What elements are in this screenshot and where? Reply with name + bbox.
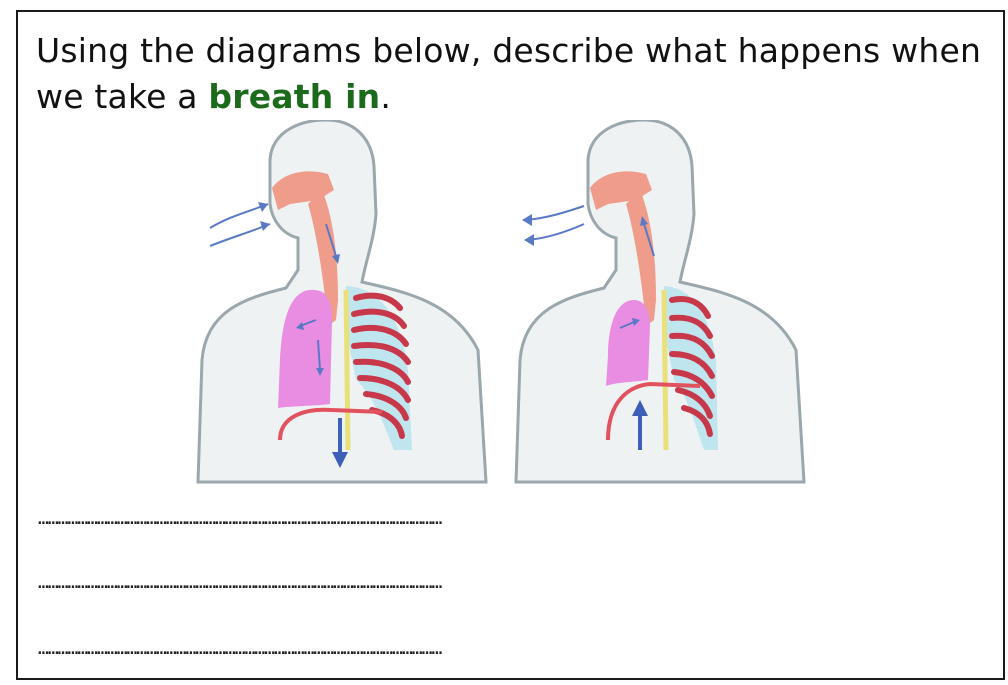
inhale-diagram	[186, 120, 506, 490]
breathing-diagrams	[186, 120, 826, 490]
spine	[346, 290, 348, 450]
air-arrow-icon	[210, 224, 270, 246]
air-arrow-icon	[526, 206, 584, 220]
answer-line-3[interactable]: ……………………………………………………………………………………………………………	[38, 638, 988, 659]
spine	[664, 290, 666, 450]
question-highlight: breath in	[208, 77, 380, 116]
air-arrow-icon	[210, 204, 268, 228]
air-arrow-icon	[528, 224, 584, 240]
exhale-diagram	[504, 120, 824, 490]
body-silhouette	[516, 120, 804, 482]
worksheet-card: Using the diagrams below, describe what …	[16, 10, 1005, 680]
question-prefix: Using the diagrams below, describe what …	[36, 31, 981, 116]
question-suffix: .	[380, 77, 391, 116]
answer-line-1[interactable]: ……………………………………………………………………………………………………………	[38, 508, 988, 529]
answer-line-2[interactable]: ……………………………………………………………………………………………………………	[38, 572, 988, 593]
question-text: Using the diagrams below, describe what …	[36, 28, 986, 120]
